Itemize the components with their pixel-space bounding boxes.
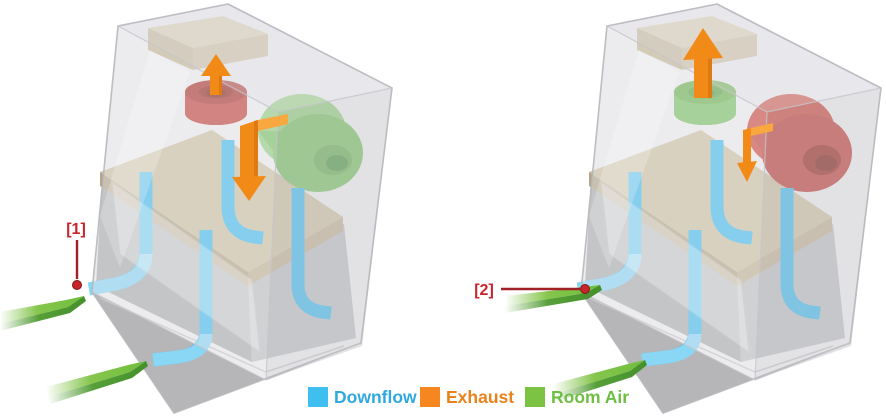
exhaust-arrow-edge: [219, 72, 222, 95]
glass-highlight: [589, 50, 679, 268]
legend-swatch-downflow: [308, 387, 328, 407]
downflow-arrow: [221, 140, 264, 245]
downflow-arrow-tip: [152, 333, 213, 367]
cabinet-right-face: [755, 88, 881, 380]
downflow-arrows: [87, 140, 332, 367]
glass-sash: [600, 180, 750, 354]
exhaust-arrows: [201, 54, 288, 201]
cabinet-top-face: [118, 4, 392, 112]
exhaust-ribbon-top: [258, 114, 288, 131]
cabinet-base: [581, 292, 850, 413]
exhaust-ribbon-head: [737, 161, 757, 182]
callout-2-label: [2]: [474, 282, 494, 299]
cabinet-2: [576, 3, 882, 414]
room-air-arrow-edge: [48, 361, 148, 404]
legend-swatch-room-air: [525, 387, 545, 407]
exhaust-arrow-edge: [708, 56, 712, 98]
downflow-arrow: [710, 140, 753, 245]
room-air-arrow: [505, 285, 600, 306]
callout-2: [2]: [474, 282, 590, 299]
exhaust-ribbon-body: [743, 128, 751, 165]
exhaust-arrow-head: [201, 54, 231, 76]
cabinet-outline: [580, 3, 882, 414]
exhaust-arrow-head: [683, 28, 723, 60]
room-air-arrow-edge: [505, 285, 602, 313]
legend-swatch-exhaust: [420, 387, 440, 407]
room-air-arrow-edge: [0, 296, 86, 331]
legend-label-downflow: Downflow: [334, 387, 417, 407]
cabinet-base: [92, 292, 361, 413]
downflow-arrow: [291, 188, 332, 320]
cabinet-outline: [91, 3, 393, 414]
room-air-arrows: [0, 285, 647, 404]
downflow-arrow-tip: [641, 333, 702, 367]
callout-1-label: [1]: [66, 221, 86, 238]
exhaust-ribbon-body: [240, 120, 258, 179]
cabinet-inner-edges: [91, 25, 393, 381]
room-air-arrow: [553, 360, 645, 394]
cabinet-front-face: [92, 26, 278, 380]
callout-1-dot: [72, 280, 82, 290]
downflow-arrows: [576, 140, 821, 367]
room-air-arrow: [46, 361, 146, 397]
exhaust-ribbon-head: [232, 176, 266, 201]
room-air-arrow: [0, 296, 84, 324]
legend: Downflow Exhaust Room Air: [308, 387, 629, 407]
exhaust-ribbon-edge: [254, 120, 258, 178]
cabinet-front-face: [581, 26, 767, 380]
lower-chamber-wall: [96, 180, 252, 362]
exhaust-arrow-shaft: [694, 56, 712, 98]
downflow-arrow-tip: [576, 253, 642, 296]
callout-2-dot: [580, 284, 590, 294]
legend-label-exhaust: Exhaust: [446, 387, 514, 407]
glass-sash: [111, 180, 261, 354]
room-air-arrow-edge: [555, 360, 647, 401]
side-motor-hole: [815, 155, 837, 171]
glass-highlight: [100, 50, 190, 268]
legend-label-room-air: Room Air: [551, 387, 629, 407]
exhaust-arrows: [683, 28, 773, 182]
side-motor: [747, 94, 852, 192]
lower-chamber-wall: [585, 180, 741, 362]
downflow-arrow: [780, 188, 821, 320]
cabinet-inner-edges: [580, 25, 882, 381]
cabinet-right-face: [266, 88, 392, 380]
cabinet-top-face: [607, 4, 881, 112]
exhaust-ribbon-top: [751, 123, 773, 136]
callout-1: [1]: [66, 221, 86, 290]
side-motor-hole: [326, 155, 348, 171]
downflow-arrow-tip: [87, 253, 153, 296]
side-motor: [258, 94, 363, 192]
cabinet-1: [87, 3, 393, 414]
